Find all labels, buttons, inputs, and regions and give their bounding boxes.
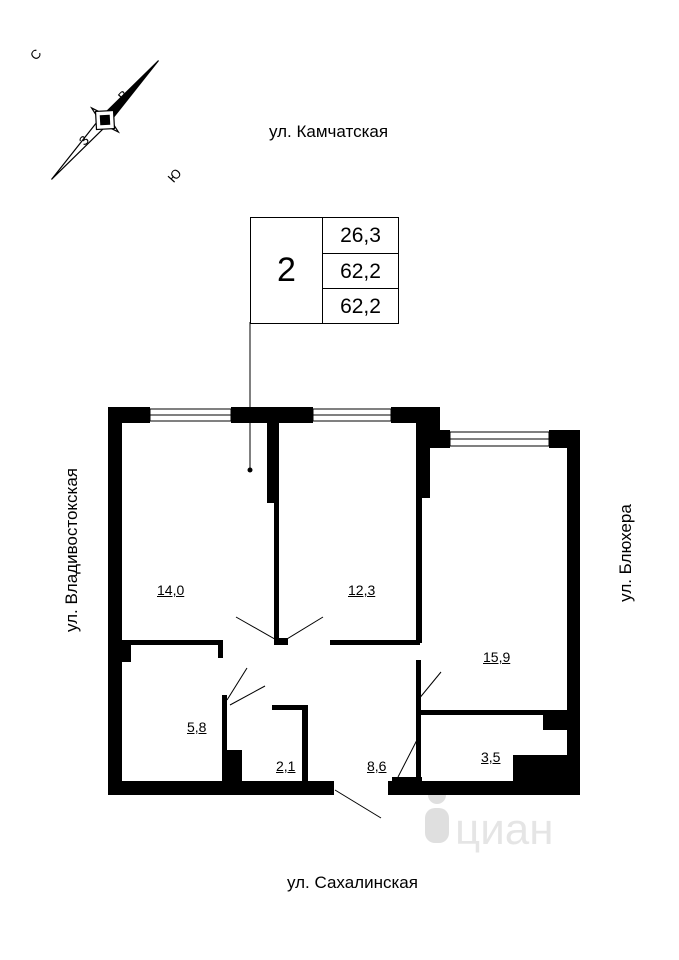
total-area: 62,2 [323,253,398,289]
watermark-logo [425,786,449,843]
leader-dot [247,467,253,473]
street-left: ул. Владивостокская [62,467,81,633]
street-top: ул. Камчатская [269,122,389,141]
living-area: 26,3 [340,223,381,247]
rooms-count: 2 [251,218,323,323]
compass-rose [50,60,160,180]
room-area-left: 14,0 [157,582,185,598]
watermark-text: циан [455,805,554,854]
street-bottom: ул. Сахалинская [287,873,418,892]
door-swings [226,616,442,819]
street-right: ул. Блюхера [616,504,635,602]
windows [149,408,550,447]
total-area-2: 62,2 [323,288,398,324]
interior-walls [122,423,570,785]
room-area-right: 15,9 [483,649,511,665]
room-area-storage: 3,5 [481,749,501,765]
room-area-middle: 12,3 [348,582,376,598]
room-area-bathroom: 2,1 [276,758,296,774]
room-area-kitchen: 5,8 [187,719,207,735]
outer-walls [108,407,580,795]
apartment-info-box: 2 26,3 62,2 62,2 [250,217,399,324]
room-area-hallway: 8,6 [367,758,387,774]
